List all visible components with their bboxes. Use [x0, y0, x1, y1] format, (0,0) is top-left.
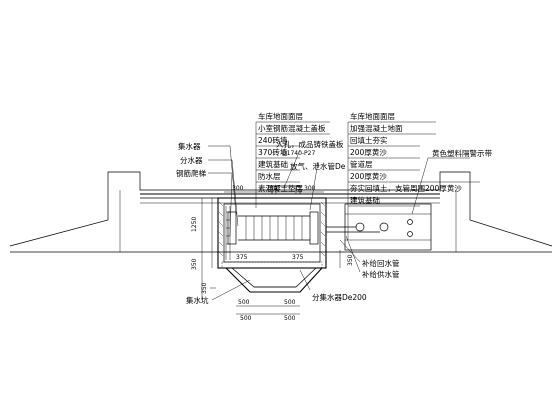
label-compacted-fill: 夯实回填土，支管周围200厚黄沙: [350, 183, 462, 193]
label-floor-finish: 车库地面面层: [258, 111, 303, 121]
label-sump: 集水坑: [186, 295, 209, 305]
dimension-lines: [201, 191, 341, 315]
label-pipe-layer: 管道层: [350, 159, 373, 169]
label-supply-feed: 补给供水管: [362, 269, 400, 279]
dim-pipe-a: 375: [236, 254, 248, 261]
label-manhole: 人孔，成品铸铁盖板: [276, 139, 344, 149]
label-warning-tape: 黄色塑料隔警示带: [432, 148, 492, 158]
far-right-label-group: 车库地面面层 加强混凝土地面 回填土夯实 200厚黄沙 管道层 200厚黄沙 夯…: [350, 111, 462, 205]
sump-pit: [225, 267, 323, 293]
dim-bottom-a: 500: [238, 299, 250, 306]
label-waterproof: 防水层: [258, 171, 281, 181]
label-supply-return: 补给回水管: [362, 258, 400, 268]
bottom-label-group: 集水坑 分集水器De200 补给回水管 补给供水管: [186, 258, 400, 305]
label-ladder: 钢筋爬梯: [176, 168, 206, 178]
label-far-floor-finish: 车库地面面层: [350, 111, 395, 121]
right-label-group: 车库地面面层 小室钢筋混凝土盖板 240砖墙 370砖墙 建筑基础 防水层 素混…: [258, 111, 326, 193]
label-foundation: 建筑基础: [258, 159, 288, 169]
dim-bottom-d: 500: [284, 315, 296, 322]
dim-height-main: 1250: [191, 217, 198, 232]
label-drain-pipe: 分集水器De200: [312, 292, 367, 302]
valve-chamber: [217, 197, 327, 269]
bottom-leaders: [211, 235, 361, 301]
dim-bottom-c: 500: [240, 315, 252, 322]
label-sand-2: 200厚黄沙: [350, 171, 387, 181]
dim-top-right: 300: [304, 185, 316, 192]
label-cover-slab: 小室钢筋混凝土盖板: [258, 123, 326, 133]
label-370-wall: 370砖墙: [258, 147, 288, 157]
label-drain: 放气、泄水管De: [290, 161, 346, 171]
label-240-wall: 240砖墙: [258, 135, 288, 145]
dim-top-left: 300: [232, 185, 244, 192]
label-collector: 集水器: [178, 141, 201, 151]
label-distributor: 分水器: [180, 155, 203, 165]
label-backfill: 回填土夯实: [350, 135, 388, 145]
label-manhole-code: D1740-P27: [282, 150, 315, 157]
embankment-outline: [9, 171, 553, 253]
dim-pipe-b: 375: [292, 254, 304, 261]
label-concrete-cushion: 素混凝土垫层: [258, 183, 303, 193]
pipe-trench: [326, 203, 432, 251]
leader-lines: [208, 121, 480, 240]
label-far-foundation: 建筑基础: [350, 195, 380, 205]
dim-right-v: 350: [347, 254, 354, 266]
dim-bottom-b: 500: [284, 299, 296, 306]
label-sand-1: 200厚黄沙: [350, 147, 387, 157]
dimension-text-group: 300 700 300 1250 350 350 375 375 500 500…: [191, 185, 354, 322]
label-reinforced-floor: 加强混凝土地面: [350, 123, 403, 133]
dim-top-mid: 700: [266, 185, 278, 192]
dim-height-low-a: 350: [191, 258, 198, 270]
dim-height-low-b: 350: [201, 282, 208, 294]
left-label-group: 集水器 分水器 钢筋爬梯: [176, 141, 206, 178]
